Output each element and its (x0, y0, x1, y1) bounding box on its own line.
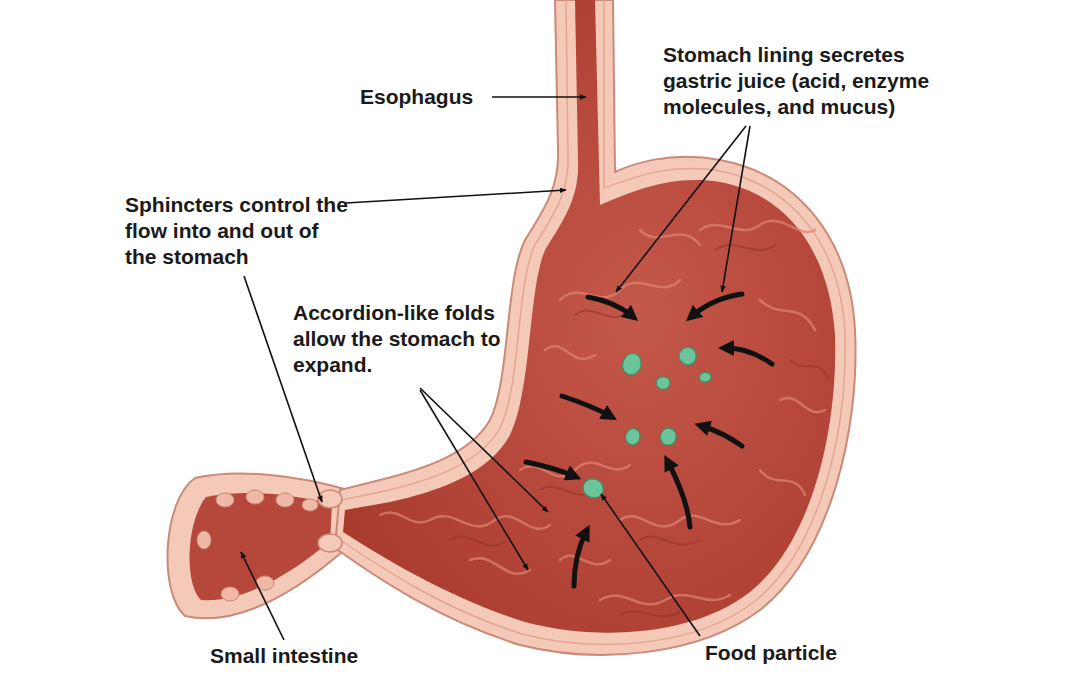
part-label: Food particle (705, 640, 837, 666)
gastric-folds (380, 221, 828, 617)
leader-line (492, 96, 586, 98)
callout-label: Accordion-like folds allow the stomach t… (293, 300, 525, 378)
leader-line (420, 388, 548, 512)
leader-line (346, 190, 566, 203)
leader-lines (241, 97, 750, 640)
part-label: Esophagus (360, 84, 473, 110)
small-intestine (168, 474, 348, 619)
intestine-lumen (190, 493, 332, 600)
food-particles (583, 347, 711, 497)
leader-line (241, 552, 284, 640)
leader-line (601, 494, 700, 636)
callout-label: Sphincters control the flow into and out… (125, 192, 350, 270)
part-label: Small intestine (210, 643, 358, 669)
intestine-wall (168, 474, 348, 619)
leader-line (420, 390, 528, 570)
callout-label: Stomach lining secretes gastric juice (a… (663, 42, 953, 120)
mixing-arrows (526, 294, 772, 586)
leader-line (722, 126, 750, 292)
pyloric-sphincter (318, 534, 342, 552)
